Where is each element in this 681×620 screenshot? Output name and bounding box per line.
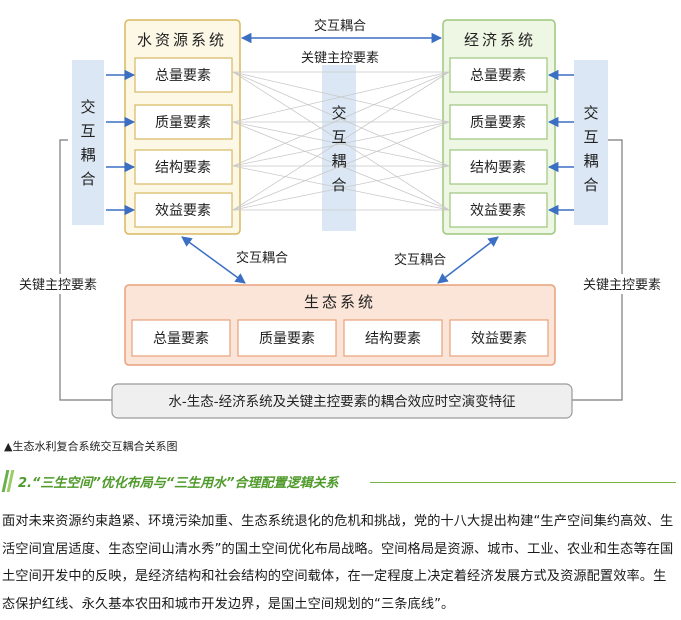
section-title: 2.“三生空间”优化布局与“三生用水”合理配置逻辑关系 bbox=[18, 476, 339, 491]
svg-text:互: 互 bbox=[331, 128, 346, 146]
right-feedback-line bbox=[572, 139, 623, 401]
left-coupling-text: 交 互 耦 合 bbox=[80, 98, 95, 188]
eco-system-box bbox=[124, 284, 556, 366]
economy-factor-3: 结构要素 bbox=[470, 160, 526, 176]
economy-factor-4: 效益要素 bbox=[470, 203, 526, 219]
right-arrows bbox=[547, 69, 574, 216]
economy-eco-arrow bbox=[437, 236, 499, 284]
body-paragraph: 面对未来资源约束趋紧、环境污染加重、生态系统退化的危机和挑战，党的十八大提出构建… bbox=[2, 514, 674, 612]
center-coupling-band bbox=[322, 65, 356, 231]
svg-text:交: 交 bbox=[80, 98, 95, 116]
water-eco-arrow bbox=[181, 236, 246, 284]
right-coupling-band bbox=[574, 60, 608, 225]
top-coupling-label: 交互耦合 bbox=[314, 18, 366, 34]
eco-factor-1: 总量要素 bbox=[153, 331, 209, 347]
economy-system-title: 经济系统 bbox=[464, 31, 536, 49]
svg-text:合: 合 bbox=[80, 170, 95, 188]
water-factor-3: 结构要素 bbox=[155, 160, 211, 176]
mid-left-coupling-label: 交互耦合 bbox=[236, 250, 288, 266]
svg-text:合: 合 bbox=[583, 176, 598, 194]
svg-text:耦: 耦 bbox=[583, 152, 598, 170]
svg-text:交: 交 bbox=[583, 104, 598, 122]
svg-text:耦: 耦 bbox=[80, 146, 95, 164]
water-system-title: 水资源系统 bbox=[137, 31, 227, 49]
water-factor-4: 效益要素 bbox=[155, 203, 211, 219]
left-arrows bbox=[106, 69, 136, 216]
left-key-factors-label: 关键主控要素 bbox=[19, 278, 97, 293]
top-key-factors-label: 关键主控要素 bbox=[301, 51, 379, 66]
svg-text:互: 互 bbox=[80, 122, 95, 140]
cross-connections bbox=[232, 71, 450, 211]
economy-factor-1: 总量要素 bbox=[470, 68, 526, 84]
summary-box bbox=[111, 383, 573, 419]
right-coupling-text: 交 互 耦 合 bbox=[583, 104, 598, 194]
svg-text:耦: 耦 bbox=[331, 152, 346, 170]
economy-factor-boxes: 总量要素 质量要素 结构要素 效益要素 bbox=[449, 57, 548, 228]
center-coupling-text: 交 互 耦 合 bbox=[331, 104, 346, 194]
water-factor-boxes: 总量要素 质量要素 结构要素 效益要素 bbox=[134, 57, 233, 228]
svg-text:交: 交 bbox=[331, 104, 346, 122]
eco-factor-3: 结构要素 bbox=[365, 331, 421, 347]
eco-factor-4: 效益要素 bbox=[471, 331, 527, 347]
left-feedback-line bbox=[59, 139, 112, 401]
eco-factor-2: 质量要素 bbox=[259, 331, 315, 347]
figure-caption: ▲生态水利复合系统交互耦合关系图 bbox=[4, 440, 178, 453]
left-coupling-band bbox=[72, 60, 104, 225]
economy-factor-2: 质量要素 bbox=[470, 115, 526, 131]
water-factor-1: 总量要素 bbox=[155, 68, 211, 84]
water-factor-2: 质量要素 bbox=[155, 115, 211, 131]
eco-factor-boxes: 总量要素 质量要素 结构要素 效益要素 bbox=[131, 319, 549, 357]
section-rule bbox=[370, 482, 676, 483]
svg-text:合: 合 bbox=[331, 176, 346, 194]
right-key-factors-label: 关键主控要素 bbox=[583, 278, 661, 293]
eco-system-title: 生态系统 bbox=[304, 293, 376, 311]
coupling-diagram: 水资源系统 经济系统 总量要素 质量要素 结构要素 效益要素 总量要素 质量要素… bbox=[18, 18, 662, 419]
svg-text:互: 互 bbox=[583, 128, 598, 146]
section-header: 2.“三生空间”优化布局与“三生用水”合理配置逻辑关系 bbox=[0, 466, 681, 498]
mid-right-coupling-label: 交互耦合 bbox=[394, 252, 446, 268]
summary-box-text: 水-生态-经济系统及关键主控要素的耦合效应时空演变特征 bbox=[168, 393, 515, 410]
